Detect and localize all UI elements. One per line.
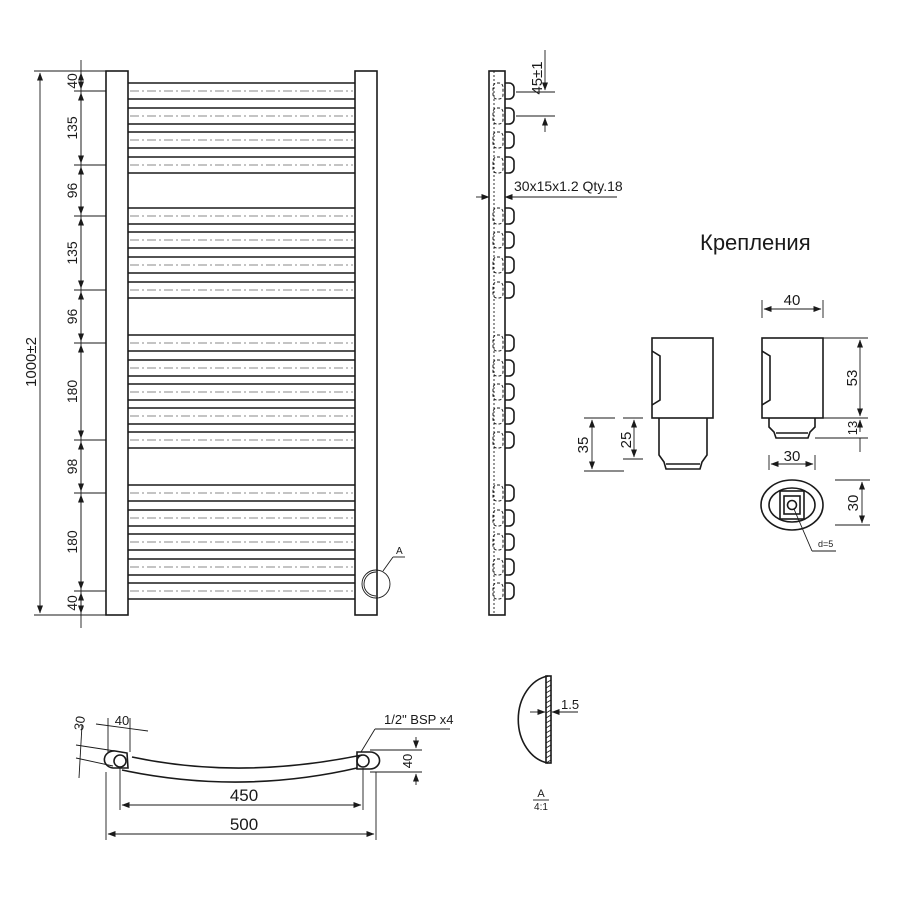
rail-spacing-label: 135 bbox=[64, 116, 80, 140]
rail-profile bbox=[492, 431, 515, 449]
side-view: 45±1 30x15x1.2 Qty.18 bbox=[476, 50, 623, 616]
mounting-brackets: Крепления 35 25 bbox=[575, 230, 870, 552]
rail-spacing-label: 96 bbox=[64, 183, 80, 199]
bracket-total-height-label: 35 bbox=[575, 437, 592, 454]
right-upright bbox=[354, 70, 378, 616]
detail-a: 1.5 A 4:1 bbox=[517, 675, 579, 813]
rail-profile bbox=[492, 383, 515, 401]
detail-a-callout-circle bbox=[361, 569, 391, 599]
rail-profile bbox=[492, 484, 515, 502]
upright-width-label: 40 bbox=[115, 713, 129, 728]
rail-spacing-dims: 40 135 96 135 96 180 98 180 40 bbox=[64, 70, 106, 616]
rail-spacing-label: 40 bbox=[64, 73, 80, 89]
rail bbox=[128, 334, 355, 352]
rail-profile bbox=[492, 131, 515, 149]
rail-profile bbox=[492, 533, 515, 551]
bracket-base-width-label: 30 bbox=[784, 448, 801, 465]
rail bbox=[128, 383, 355, 401]
rail-profile bbox=[492, 558, 515, 576]
brackets-title: Крепления bbox=[700, 230, 811, 255]
bracket-collar-height-label: 25 bbox=[618, 432, 635, 449]
rail-spacing-label: 135 bbox=[64, 241, 80, 265]
rail bbox=[128, 431, 355, 449]
bracket-collar-label: 13 bbox=[845, 421, 860, 435]
overall-height-label: 1000±2 bbox=[23, 337, 40, 387]
bracket-width-label: 40 bbox=[784, 292, 801, 309]
bracket-base-view: 30 d=5 30 bbox=[760, 448, 870, 552]
rail-spacing-label: 98 bbox=[64, 459, 80, 475]
rail bbox=[128, 107, 355, 125]
rail bbox=[128, 407, 355, 425]
rail bbox=[128, 359, 355, 377]
rail-profile bbox=[492, 407, 515, 425]
rail bbox=[128, 509, 355, 527]
rail bbox=[128, 582, 355, 600]
rail-profile-label: 30x15x1.2 Qty.18 bbox=[514, 178, 623, 194]
connection-label: 1/2" BSP x4 bbox=[384, 712, 453, 727]
rail-spacing-label: 180 bbox=[64, 530, 80, 554]
front-rails bbox=[128, 82, 355, 600]
rail bbox=[128, 207, 355, 225]
rail bbox=[128, 281, 355, 299]
top-view: 30 40 1/2" BSP x4 40 450 500 bbox=[71, 712, 453, 840]
rail bbox=[128, 82, 355, 100]
rail-profile bbox=[492, 359, 515, 377]
side-upright bbox=[488, 70, 506, 616]
upright-depth-label: 30 bbox=[71, 715, 88, 732]
wall-thickness-label: 1.5 bbox=[561, 697, 579, 712]
centers-label: 450 bbox=[230, 786, 258, 805]
bracket-body-height-label: 53 bbox=[844, 370, 861, 387]
rail-profile bbox=[492, 231, 515, 249]
front-view: 1000±2 40 135 96 135 96 180 98 180 40 A bbox=[23, 60, 405, 628]
rail bbox=[128, 533, 355, 551]
rail-spacing-label: 180 bbox=[64, 380, 80, 404]
rail-profile bbox=[492, 281, 515, 299]
rail-profile bbox=[492, 334, 515, 352]
rail bbox=[128, 558, 355, 576]
overall-width-label: 500 bbox=[230, 815, 258, 834]
left-upright bbox=[105, 70, 129, 616]
rail-spacing-label: 40 bbox=[64, 595, 80, 611]
rail-profile bbox=[492, 107, 515, 125]
hole-diameter-label: d=5 bbox=[818, 539, 833, 549]
rail bbox=[128, 484, 355, 502]
rail-profile bbox=[492, 82, 515, 100]
bracket-side-view: 35 25 bbox=[575, 337, 714, 472]
wall-hatch bbox=[545, 679, 552, 764]
rail-spacing-label: 96 bbox=[64, 309, 80, 325]
rail bbox=[128, 256, 355, 274]
side-rails bbox=[492, 82, 515, 600]
rail bbox=[128, 131, 355, 149]
rail-profile bbox=[492, 582, 515, 600]
detail-a-scale: 4:1 bbox=[534, 802, 548, 813]
rail-profile bbox=[492, 509, 515, 527]
rail-profile bbox=[492, 256, 515, 274]
detail-a-label: A bbox=[537, 788, 545, 800]
rail-profile bbox=[492, 207, 515, 225]
rail-profile bbox=[492, 156, 515, 174]
rail bbox=[128, 231, 355, 249]
detail-a-callout-label: A bbox=[396, 546, 403, 557]
offset-label: 40 bbox=[400, 754, 415, 768]
rail-pitch-label: 45±1 bbox=[529, 61, 546, 94]
bracket-base-depth-label: 30 bbox=[845, 495, 862, 512]
bracket-front-view: 40 53 13 bbox=[761, 292, 868, 452]
rail bbox=[128, 156, 355, 174]
